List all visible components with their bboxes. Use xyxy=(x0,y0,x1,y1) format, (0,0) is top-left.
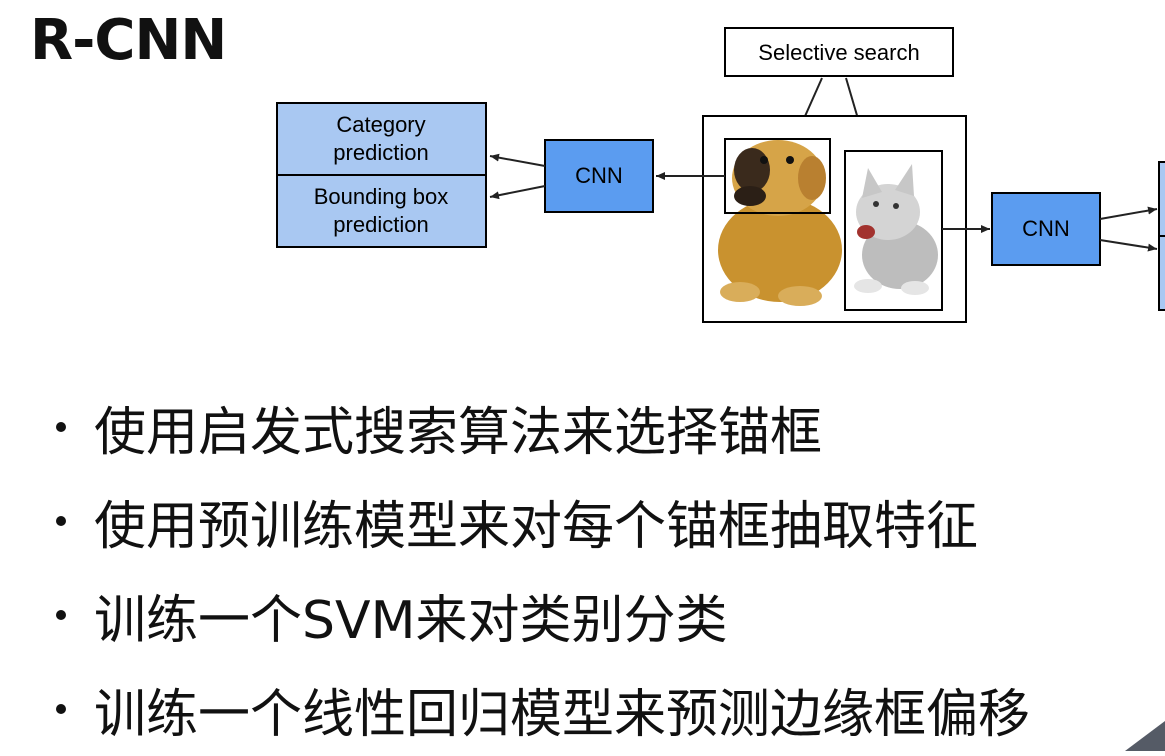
bullet-item: 训练一个SVM来对类别分类 xyxy=(50,568,1030,662)
cat-region-box xyxy=(844,150,943,311)
bbox-prediction-line2: prediction xyxy=(333,212,428,237)
dog-image xyxy=(718,140,842,306)
bullet-list: 使用启发式搜索算法来选择锚框 使用预训练模型来对每个锚框抽取特征 训练一个SVM… xyxy=(50,380,1030,756)
slide-title: R-CNN xyxy=(30,8,227,73)
cat-image xyxy=(854,164,938,295)
category-prediction-box xyxy=(276,102,487,176)
corner-decoration xyxy=(1125,721,1165,751)
selective-search-label: Selective search xyxy=(758,40,919,65)
bullet-dot xyxy=(56,610,66,620)
bullet-dot xyxy=(56,704,66,714)
arrow-cnn-right-top xyxy=(1099,206,1158,220)
bullet-text: 训练一个SVM来对类别分类 xyxy=(94,590,728,651)
cnn-right-box xyxy=(991,192,1101,266)
bullet-text: 训练一个线性回归模型来预测边缘框偏移 xyxy=(94,684,1031,745)
cnn-right-label: CNN xyxy=(1022,216,1070,241)
cnn-left-label: CNN xyxy=(575,163,623,188)
bbox-prediction-line1: Bounding box xyxy=(314,184,449,209)
bullet-dot xyxy=(56,516,66,526)
bullet-text: 使用启发式搜索算法来选择锚框 xyxy=(94,402,823,463)
bullet-dot xyxy=(56,422,66,432)
category-prediction-line2: prediction xyxy=(333,140,428,165)
bullet-item: 训练一个线性回归模型来预测边缘框偏移 xyxy=(50,662,1030,756)
bullet-text: 使用预训练模型来对每个锚框抽取特征 xyxy=(94,496,979,557)
bullet-item: 使用启发式搜索算法来选择锚框 xyxy=(50,380,1030,474)
rcnn-diagram: Selective search CNN C xyxy=(276,27,1165,323)
bullet-item: 使用预训练模型来对每个锚框抽取特征 xyxy=(50,474,1030,568)
arrow-cnn-to-category xyxy=(489,153,546,167)
cnn-left-box xyxy=(544,139,654,213)
category-prediction-line1: Category xyxy=(336,112,425,137)
arrow-cnn-right-bottom xyxy=(1099,239,1158,252)
right-prediction-box-top xyxy=(1158,161,1165,237)
bbox-prediction-box xyxy=(276,174,487,248)
arrow-cnn-to-bbox xyxy=(489,185,546,200)
selective-search-box xyxy=(724,27,954,77)
right-prediction-box-bottom xyxy=(1158,235,1165,311)
